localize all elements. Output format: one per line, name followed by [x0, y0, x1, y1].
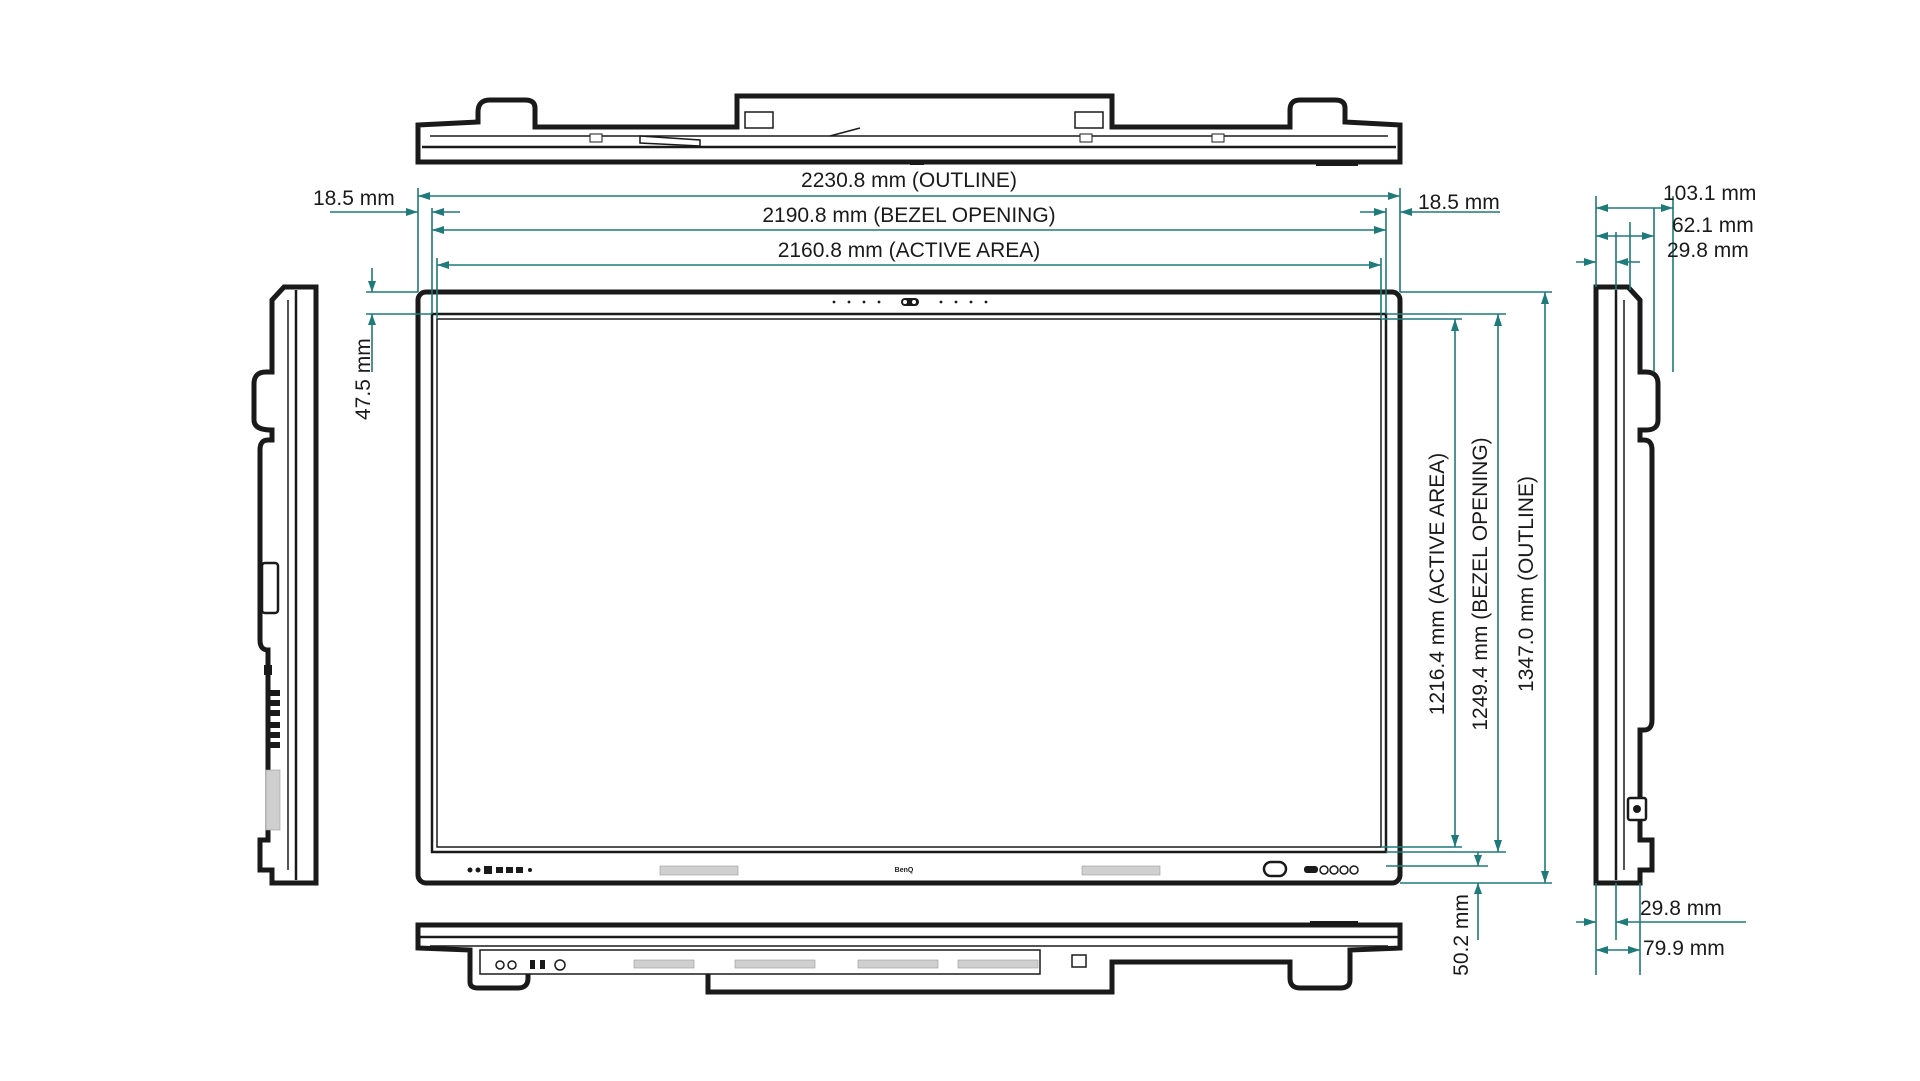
- bottom-view: [415, 921, 1403, 995]
- dimension-labels: 2230.8 mm (OUTLINE) 2190.8 mm (BEZEL OPE…: [313, 169, 1756, 976]
- speaker-grille-right: [1081, 865, 1161, 876]
- top-border-label: 47.5 mm: [352, 338, 375, 420]
- bezel-width-label: 2190.8 mm (BEZEL OPENING): [762, 204, 1055, 227]
- right-side-view: [1593, 284, 1661, 886]
- right-margin-label: 18.5 mm: [1418, 191, 1500, 214]
- brand-logo: BenQ: [895, 867, 914, 874]
- left-side-view: [251, 284, 319, 886]
- side-depth-bottom-panel-label: 29.8 mm: [1640, 897, 1722, 920]
- outline-width-label: 2230.8 mm (OUTLINE): [801, 169, 1017, 192]
- side-depth-top-label: 29.8 mm: [1667, 239, 1749, 262]
- bezel-height-label: 1249.4 mm (BEZEL OPENING): [1469, 437, 1492, 730]
- left-margin-label: 18.5 mm: [313, 187, 395, 210]
- side-depth-bottom-label: 79.9 mm: [1643, 937, 1725, 960]
- active-height-label: 1216.4 mm (ACTIVE AREA): [1426, 453, 1449, 716]
- active-width-label: 2160.8 mm (ACTIVE AREA): [778, 239, 1041, 262]
- dimension-lines: [330, 188, 1746, 975]
- side-depth-total-label: 103.1 mm: [1663, 182, 1756, 205]
- active-area: [436, 318, 1382, 848]
- side-depth-mount-label: 62.1 mm: [1672, 214, 1754, 237]
- front-ports: [467, 866, 532, 874]
- front-buttons: [1262, 860, 1359, 878]
- camera-bar: [832, 298, 988, 306]
- front-view: BenQ: [415, 289, 1403, 886]
- outline-height-label: 1347.0 mm (OUTLINE): [1515, 476, 1538, 692]
- top-view: [415, 93, 1403, 166]
- bottom-border-label: 50.2 mm: [1450, 894, 1473, 976]
- bottom-ports: [495, 959, 566, 971]
- speaker-grille-left: [659, 865, 739, 876]
